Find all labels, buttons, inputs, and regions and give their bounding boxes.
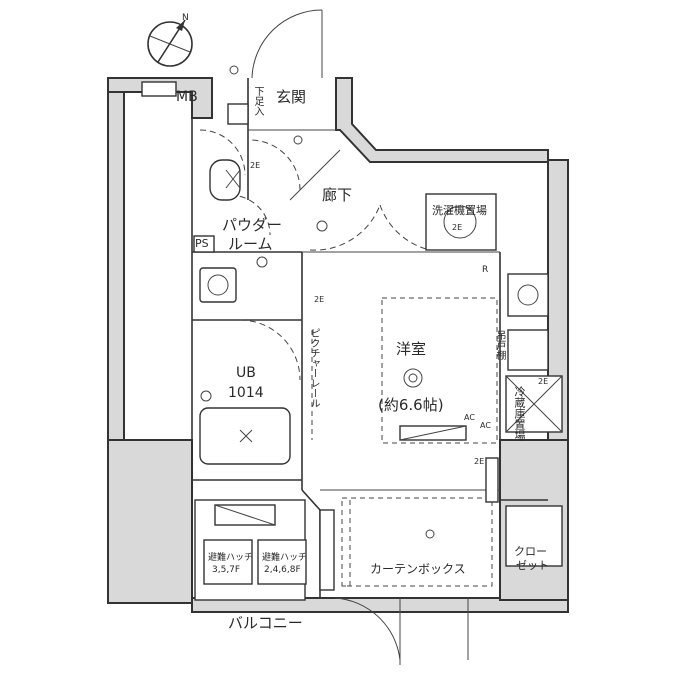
washer-space-label: 洗濯機置場 bbox=[432, 204, 487, 217]
door-swings bbox=[199, 9, 469, 665]
ps-label: PS bbox=[195, 237, 209, 250]
mb-label: MB bbox=[176, 89, 198, 105]
closet-box bbox=[505, 505, 563, 567]
two-e-fridge: 2E bbox=[538, 377, 549, 386]
compass-icon bbox=[147, 19, 193, 67]
picture-rail-label: ピクチャーレール bbox=[308, 328, 319, 408]
hatch-left-label: 避難ハッチ bbox=[208, 553, 254, 563]
two-e-room: 2E bbox=[314, 295, 325, 304]
escape-hatch-left bbox=[203, 539, 253, 585]
entrance-label: 玄関 bbox=[276, 88, 307, 106]
hallway-label: 廊下 bbox=[322, 186, 353, 204]
unit-bath-label-2: 1014 bbox=[228, 385, 264, 401]
hatch-left-floors: 3,5,7F bbox=[212, 565, 241, 575]
stove bbox=[507, 273, 549, 317]
powder-room-label-2: ルーム bbox=[228, 235, 273, 253]
two-e-toilet: 2E bbox=[250, 161, 261, 170]
ps-shaft bbox=[193, 235, 215, 253]
fridge-space-label: 冷蔵庫置場 bbox=[513, 386, 526, 441]
closet-label-2: ゼット bbox=[516, 559, 549, 572]
closet-label-1: クロー bbox=[514, 545, 547, 558]
kitchen-sink bbox=[507, 329, 549, 371]
shoe-box-label: 下足入 bbox=[252, 86, 263, 116]
washbasin bbox=[199, 267, 237, 303]
kitchen-shelf-label: 吊戸棚 bbox=[494, 330, 505, 360]
unit-bath-label-1: UB bbox=[236, 365, 256, 381]
r-mark: R bbox=[482, 265, 489, 275]
window-frame bbox=[319, 509, 335, 591]
two-e-kitchen: 2E bbox=[474, 457, 485, 466]
washer-pan bbox=[425, 193, 497, 251]
balcony-label: バルコニー bbox=[228, 614, 303, 632]
compass-north-letter: N bbox=[182, 13, 189, 23]
hatch-right-label: 避難ハッチ bbox=[262, 553, 308, 563]
western-room-label: 洋室 bbox=[396, 340, 427, 358]
outlet-strip bbox=[485, 457, 499, 503]
western-room-size: (約6.6帖) bbox=[378, 396, 444, 414]
dashed-zones bbox=[311, 297, 498, 587]
bathtub bbox=[199, 407, 291, 465]
light-fixtures bbox=[200, 65, 435, 539]
escape-hatch-right bbox=[257, 539, 307, 585]
shoe-box-fixture bbox=[227, 103, 249, 125]
fixtures bbox=[141, 81, 563, 591]
curtain-box-label: カーテンボックス bbox=[370, 562, 466, 576]
toilet bbox=[209, 159, 241, 201]
ac-label-top: AC bbox=[464, 413, 475, 422]
powder-room-label-1: パウダー bbox=[222, 216, 283, 234]
meter-box bbox=[141, 81, 177, 97]
hatch-right-floors: 2,4,6,8F bbox=[264, 565, 301, 575]
ac-label-right: AC bbox=[480, 421, 491, 430]
two-e-washer: 2E bbox=[452, 223, 463, 232]
